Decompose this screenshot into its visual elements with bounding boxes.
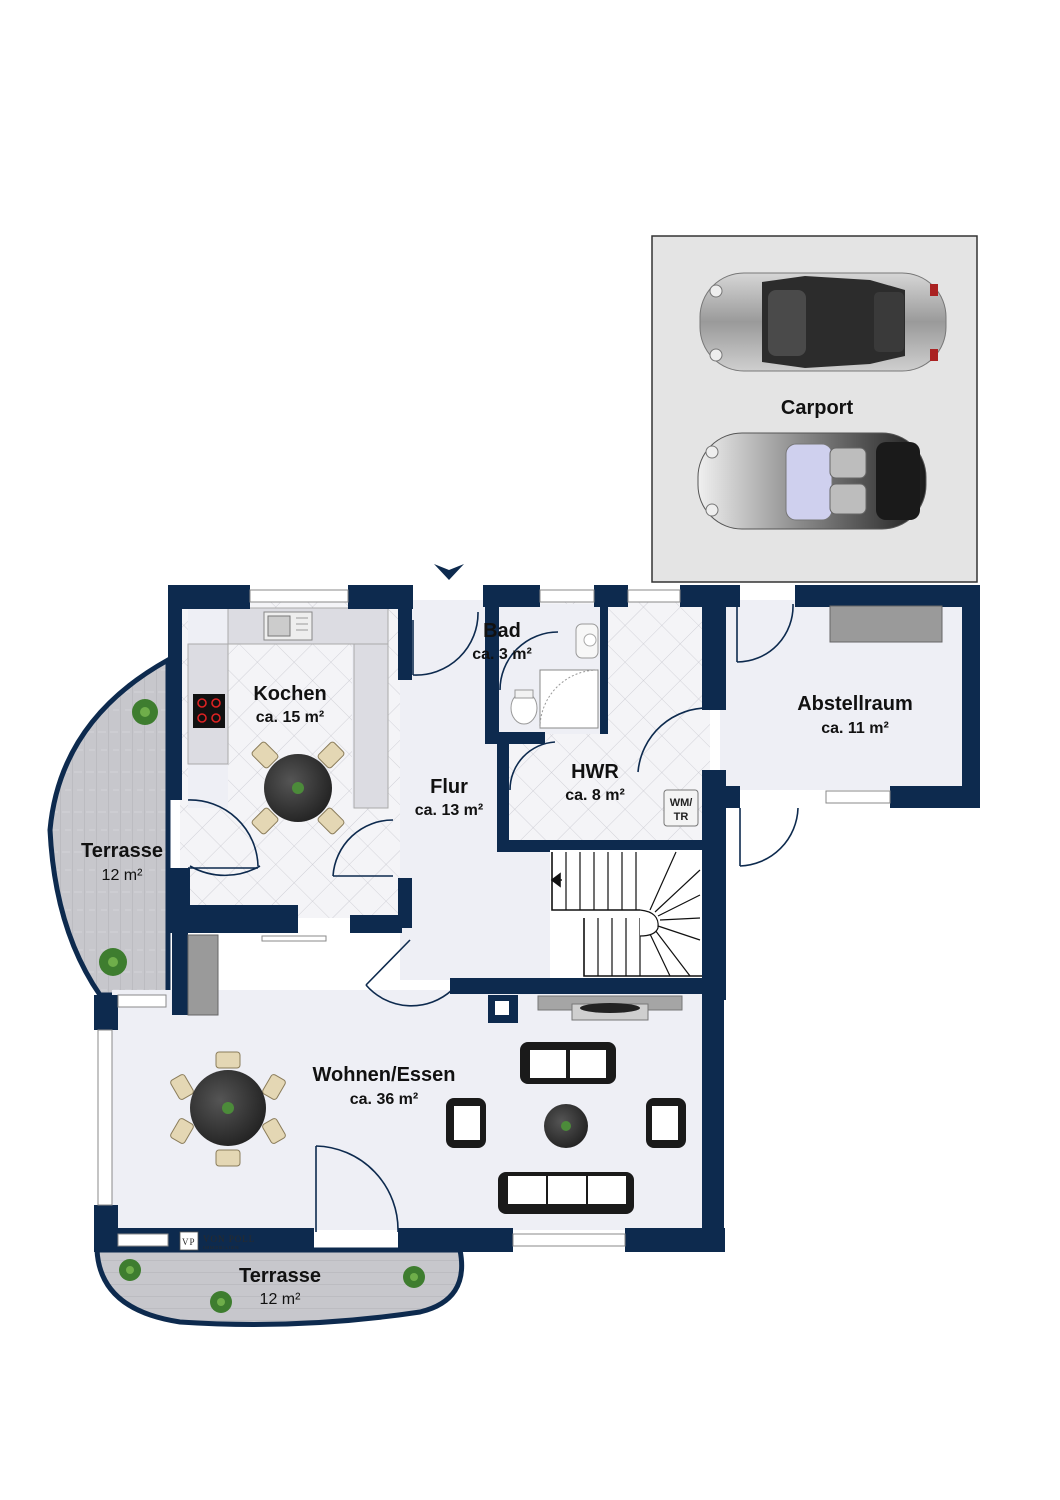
svg-text:VON POLL: VON POLL [203,1234,255,1244]
doors [187,603,799,1233]
room-area-hwr: ca. 8 m² [565,787,625,804]
svg-text:WM/: WM/ [670,797,693,809]
room-name-flur: Flur [430,776,468,798]
car-icon [699,272,947,372]
svg-text:IMMOBILIEN: IMMOBILIEN [203,1245,240,1250]
entrance-arrow-icon [434,564,464,580]
plant-icon [132,699,158,725]
terrace-left-area: 12 m² [102,867,144,884]
terrace-bottom [94,1247,465,1327]
room-name-hwr: HWR [571,761,619,783]
dining-table [170,1051,286,1167]
carport-name: Carport [781,397,854,419]
car-icon [697,432,927,530]
room-area-abstellraum: ca. 11 m² [821,720,889,737]
walls [94,585,980,1252]
staircase [550,850,702,978]
terrace-left [47,655,171,998]
plant-icon [210,1291,232,1313]
plant-icon [99,948,127,976]
armchair [646,1098,686,1148]
storage-shelf [829,605,943,643]
room-area-flur: ca. 13 m² [415,802,483,819]
kitchen-table [251,741,345,835]
carport: Carport [651,235,978,583]
tv-sideboard [537,995,683,1021]
bathroom-fixtures [510,623,599,729]
windows [97,589,891,1247]
plant-icon [119,1259,141,1281]
plant-icon [403,1266,425,1288]
room-name-abstellraum: Abstellraum [797,693,913,715]
shaft [495,1001,509,1015]
svg-text:TR: TR [674,811,689,823]
armchair [446,1098,486,1148]
logo: VP VON POLL IMMOBILIEN [179,1231,255,1251]
room-name-bad: Bad [483,620,521,642]
cooktop-icon [193,694,225,728]
room-area-kochen: ca. 15 m² [256,709,324,726]
coffee-table [544,1104,588,1148]
sofa [498,1172,634,1214]
sink-icon [263,611,313,641]
terrace-bottom-area: 12 m² [260,1291,302,1308]
svg-text:VP: VP [182,1237,196,1247]
sofa [520,1042,616,1084]
room-name-wohnen: Wohnen/Essen [313,1064,456,1086]
room-area-bad: ca. 3 m² [472,646,532,663]
washer-dryer: WM/ TR [663,789,699,827]
terrace-bottom-name: Terrasse [239,1265,321,1287]
cabinet [187,934,219,1016]
room-area-wohnen: ca. 36 m² [350,1091,418,1108]
terrace-left-name: Terrasse [81,840,163,862]
room-name-kochen: Kochen [253,683,326,705]
